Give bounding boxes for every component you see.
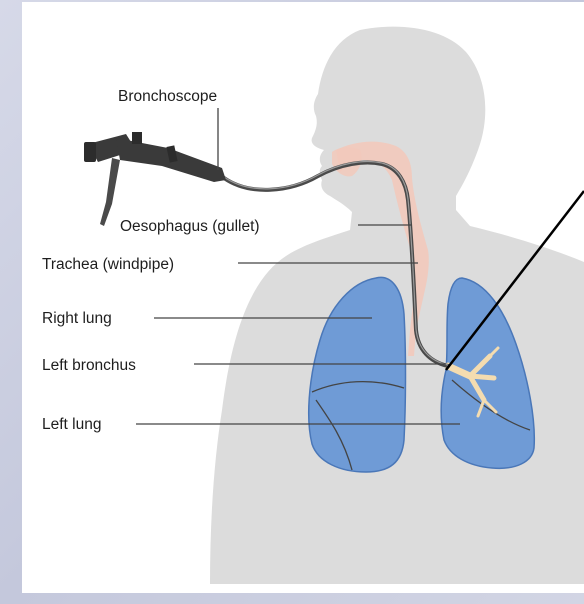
bronchoscope-label: Bronchoscope <box>118 88 217 105</box>
trachea-label: Trachea (windpipe) <box>42 256 174 273</box>
right-lung-label: Right lung <box>42 310 112 327</box>
left-lung-label: Left lung <box>42 416 101 433</box>
oesophagus-label: Oesophagus (gullet) <box>120 218 260 235</box>
left-bronchus-label: Left bronchus <box>42 357 136 374</box>
